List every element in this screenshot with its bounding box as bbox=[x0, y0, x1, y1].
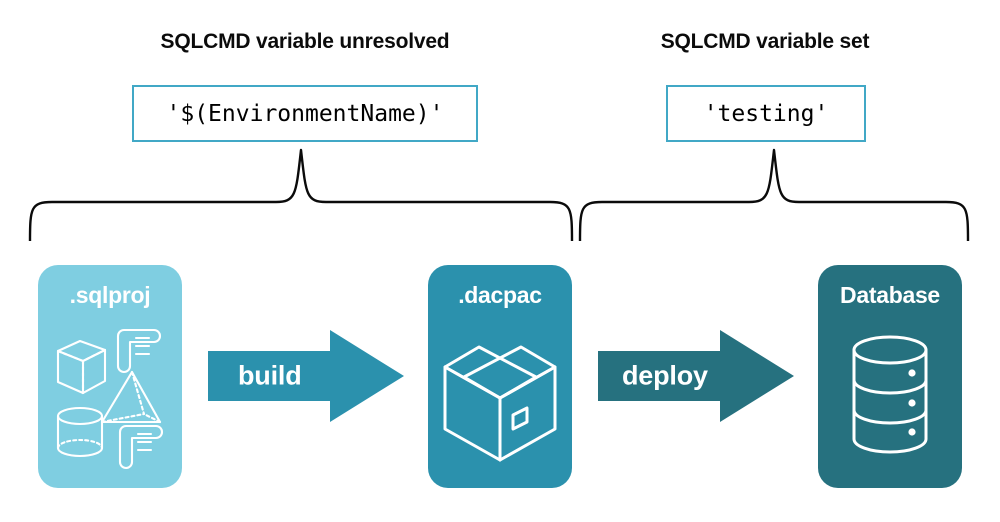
package-box-icon bbox=[443, 345, 557, 461]
arrow-build-label: build bbox=[238, 360, 302, 391]
arrow-build: build bbox=[208, 330, 404, 422]
deploy-arrow-icon bbox=[598, 330, 794, 422]
entity-dacpac-art bbox=[428, 313, 572, 480]
build-arrow-icon bbox=[208, 330, 404, 422]
entity-dacpac-label: .dacpac bbox=[458, 282, 542, 308]
entity-database-art bbox=[818, 313, 962, 480]
entity-sqlproj-label: .sqlproj bbox=[69, 282, 151, 308]
script-scroll-icon bbox=[118, 424, 164, 469]
arrow-deploy: deploy bbox=[598, 330, 794, 422]
code-box-environment-name: '$(EnvironmentName)' bbox=[132, 85, 478, 142]
cylinder-icon bbox=[56, 406, 104, 457]
entity-database: Database bbox=[818, 265, 962, 488]
script-scroll-icon bbox=[116, 328, 162, 373]
database-status-dots-icon bbox=[908, 368, 916, 436]
deploy-phase-brace-icon bbox=[578, 148, 970, 241]
entity-database-label: Database bbox=[840, 282, 940, 308]
entity-sqlproj: .sqlproj bbox=[38, 265, 182, 488]
project-objects-group-icon bbox=[56, 328, 164, 469]
entity-sqlproj-art bbox=[38, 313, 182, 480]
build-phase-brace-icon bbox=[28, 148, 574, 241]
heading-sqlcmd-variable-unresolved: SQLCMD variable unresolved bbox=[160, 30, 450, 53]
pyramid-icon bbox=[100, 370, 162, 423]
entity-dacpac: .dacpac bbox=[428, 265, 572, 488]
code-box-right-value: 'testing' bbox=[703, 100, 829, 127]
database-cylinder-icon bbox=[852, 335, 928, 453]
heading-sqlcmd-variable-set: SQLCMD variable set bbox=[660, 30, 870, 53]
cube-icon bbox=[56, 339, 107, 394]
code-box-left-value: '$(EnvironmentName)' bbox=[166, 100, 444, 127]
arrow-deploy-label: deploy bbox=[622, 360, 708, 391]
code-box-testing: 'testing' bbox=[666, 85, 866, 142]
